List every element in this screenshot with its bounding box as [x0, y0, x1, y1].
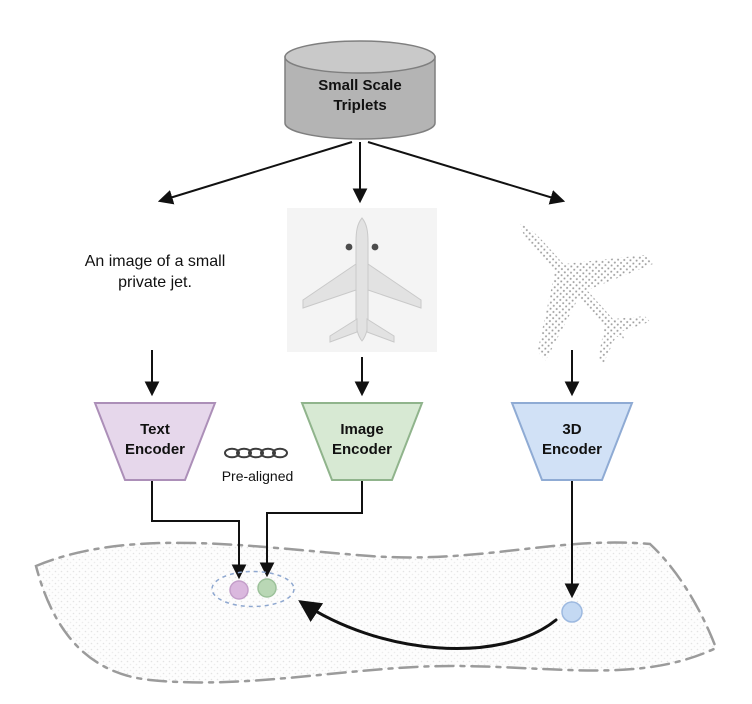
text-embedding-dot	[229, 580, 249, 600]
alignment-arrow	[298, 600, 558, 650]
threed-encoder-label: 3D Encoder	[541, 421, 602, 458]
image-encoder-shape	[300, 402, 424, 481]
embedding-connectors	[151, 481, 580, 599]
fanout-arrow-left	[157, 141, 353, 205]
airplane-image	[287, 208, 437, 352]
pointcloud-icon	[519, 224, 653, 364]
embedding-space-surface	[34, 541, 718, 684]
pointcloud-tail-left	[598, 325, 616, 364]
airplane-wing-left	[302, 263, 357, 309]
airplane-wing-right	[367, 263, 422, 309]
airplane-engine-dot-left	[345, 243, 353, 251]
pointcloud-tail-right	[611, 316, 650, 332]
airplane-engine-dot-right	[371, 243, 379, 251]
threed-encoder-shape	[510, 402, 634, 481]
text-modality-caption: An image of a small private jet.	[84, 253, 226, 291]
image-encoder-label: Image Encoder	[331, 421, 392, 458]
chain-icon	[224, 447, 288, 459]
image-encoder-connector	[259, 481, 363, 578]
text-encoder-connector	[151, 481, 247, 580]
encoder-input-arrows	[144, 350, 580, 397]
alignment-ellipse	[211, 570, 295, 608]
threed-embedding-dot	[561, 601, 583, 623]
pointcloud-wing-right	[563, 254, 653, 291]
text-encoder-label: Text Encoder	[124, 421, 185, 458]
fanout-arrows	[157, 141, 566, 205]
pointcloud-wing-left	[537, 271, 579, 361]
database-label: Small Scale Triplets	[318, 77, 402, 114]
airplane-tail-left	[329, 318, 358, 343]
pointcloud-fuselage	[519, 224, 625, 341]
database-cylinder-body	[284, 56, 436, 140]
database-icon	[284, 40, 436, 140]
airplane-image-drawing	[302, 217, 422, 343]
text-encoder-shape	[93, 402, 217, 481]
database-cylinder-top	[284, 40, 436, 74]
airplane-fuselage	[355, 217, 369, 342]
fanout-arrow-right	[367, 141, 566, 205]
image-embedding-dot	[257, 578, 277, 598]
prealigned-label: Pre-aligned	[221, 468, 294, 484]
airplane-tail-right	[366, 318, 395, 343]
